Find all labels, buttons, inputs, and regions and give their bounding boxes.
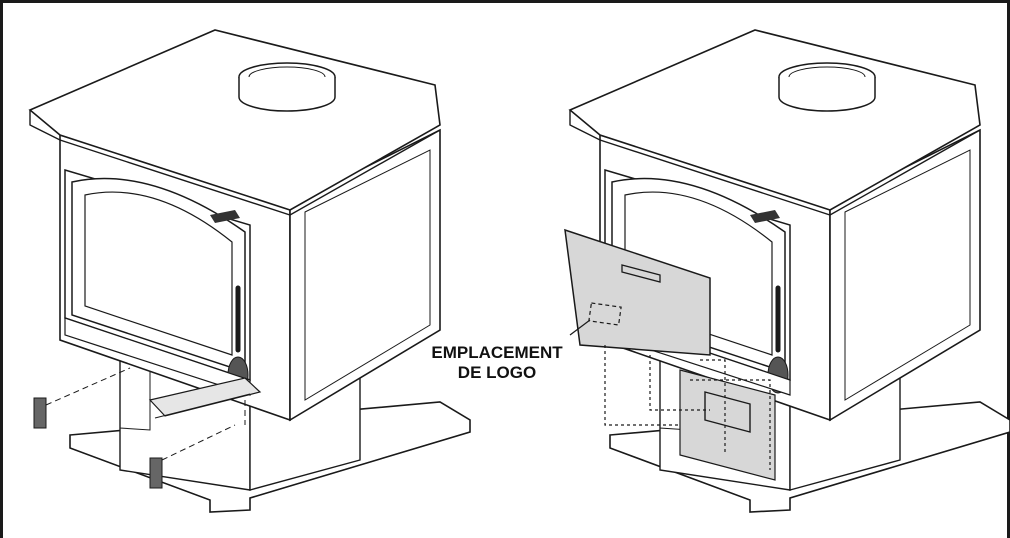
trim-piece-bottom <box>149 457 163 489</box>
panel-handle-icon <box>621 264 661 283</box>
logo-location-label-line2: DE LOGO <box>457 363 537 382</box>
rail-assembly <box>148 377 262 417</box>
logo-location-box <box>588 302 622 326</box>
trim-piece-left <box>33 397 47 429</box>
stove-left <box>30 30 470 512</box>
logo-location-label-line1: EMPLACEMENT <box>431 343 563 362</box>
stove-right <box>564 30 1010 512</box>
ash-panel <box>564 228 711 356</box>
lower-panel <box>679 369 776 481</box>
